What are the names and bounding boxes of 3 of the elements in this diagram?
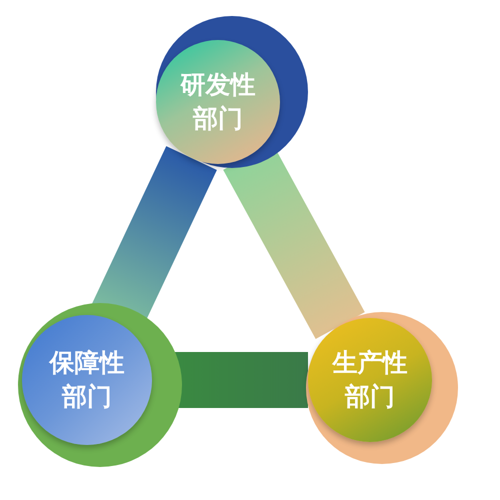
node-label: 生产性部门: [331, 347, 408, 413]
node-label: 保障性部门: [48, 347, 126, 413]
node-label: 研发性部门: [179, 69, 256, 135]
